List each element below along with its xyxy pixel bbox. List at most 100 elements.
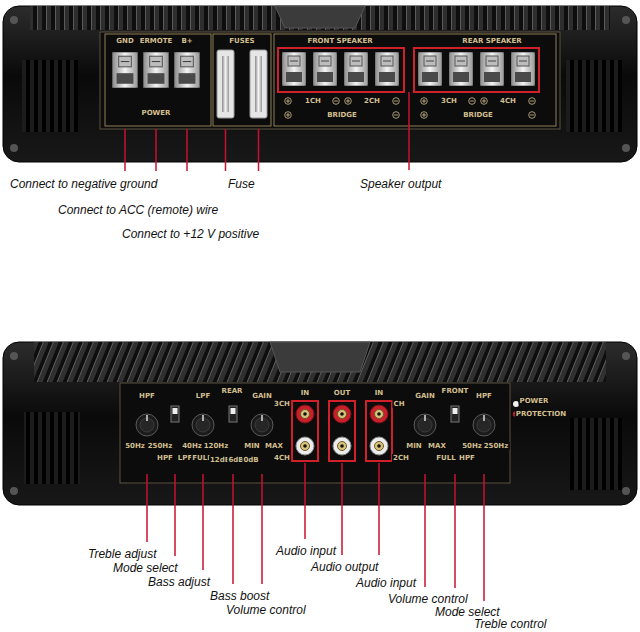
leader-line bbox=[174, 474, 176, 556]
side-grille bbox=[566, 60, 622, 132]
panel-marking: OUT bbox=[333, 389, 351, 397]
leader-line bbox=[454, 474, 456, 588]
leader-line bbox=[186, 129, 188, 171]
panel-marking: FUSES bbox=[228, 37, 255, 45]
callout-label: Connect to ACC (remote) wire bbox=[58, 203, 218, 217]
panel-marking: BRIDGE bbox=[462, 111, 494, 119]
screw bbox=[10, 144, 18, 152]
panel-marking: REAR bbox=[221, 387, 244, 395]
speaker-terminal bbox=[344, 52, 368, 86]
callout-label: Audio output bbox=[311, 560, 378, 574]
panel-marking: HPF bbox=[156, 454, 174, 462]
callout-label: Volume control bbox=[388, 592, 468, 606]
highlight-box bbox=[414, 48, 539, 92]
rca-jack-red bbox=[370, 405, 388, 423]
mode-switch bbox=[451, 406, 459, 422]
fuse-strip bbox=[255, 56, 262, 112]
logo-plate bbox=[270, 342, 370, 372]
amp-body bbox=[3, 6, 637, 162]
callout-label: Treble control bbox=[474, 617, 546, 631]
logo-plate bbox=[275, 6, 365, 28]
highlight-box bbox=[366, 401, 392, 461]
power-terminal bbox=[112, 52, 137, 88]
heat-sink-fins bbox=[34, 342, 606, 382]
panel-marking: 3CH bbox=[440, 97, 458, 105]
polarity-symbol bbox=[481, 98, 488, 105]
panel-marking: IN bbox=[300, 389, 310, 397]
rca-jack-white bbox=[296, 437, 314, 455]
leader-line bbox=[483, 474, 485, 601]
polarity-symbol bbox=[421, 98, 428, 105]
speaker-terminal bbox=[313, 52, 337, 86]
callout-label: Speaker output bbox=[360, 177, 441, 191]
leader-line bbox=[424, 474, 426, 587]
panel-marking: BRIDGE bbox=[326, 111, 358, 119]
panel-marking: PROTECTION bbox=[515, 410, 567, 418]
panel-marking: 50Hz bbox=[461, 442, 483, 450]
callout-label: Mode select bbox=[435, 605, 500, 619]
panel-marking: B+ bbox=[180, 37, 193, 45]
callout-label: Volume control bbox=[226, 603, 306, 617]
panel-marking: MAX bbox=[264, 442, 284, 450]
leader-line bbox=[378, 463, 380, 555]
leader-line bbox=[124, 129, 126, 171]
amplifier-control-view bbox=[3, 342, 637, 505]
amplifier-top-view bbox=[3, 6, 637, 162]
leader-line bbox=[155, 129, 157, 171]
amp-body bbox=[3, 342, 637, 505]
polarity-symbol bbox=[285, 98, 292, 105]
speaker-terminal bbox=[282, 52, 306, 86]
panel-marking: 0dB bbox=[242, 456, 259, 464]
polarity-symbol bbox=[469, 98, 476, 105]
callout-label: Bass boost bbox=[210, 589, 269, 603]
leader-line bbox=[408, 92, 410, 170]
panel-marking: GND bbox=[115, 37, 134, 45]
screw bbox=[622, 487, 630, 495]
panel-marking: 40Hz bbox=[181, 442, 203, 450]
rca-jack-white bbox=[333, 437, 351, 455]
bass-knob bbox=[192, 414, 214, 436]
screw bbox=[622, 16, 630, 24]
power-terminal bbox=[143, 52, 168, 88]
side-grille bbox=[570, 418, 622, 490]
panel-marking: 3CH bbox=[273, 400, 291, 408]
polarity-symbol bbox=[333, 98, 340, 105]
screw bbox=[10, 16, 18, 24]
panel-marking: FULL bbox=[435, 454, 456, 462]
leader-line bbox=[202, 474, 204, 570]
terminal-panel bbox=[100, 32, 560, 129]
fuse-strip bbox=[222, 56, 229, 112]
polarity-symbol bbox=[285, 112, 292, 119]
callout-label: Connect to +12 V positive bbox=[122, 227, 259, 241]
panel-marking: 2CH bbox=[392, 454, 410, 462]
callout-label: Bass adjust bbox=[148, 575, 210, 589]
speaker-terminal bbox=[480, 52, 504, 86]
leader-lines bbox=[125, 92, 484, 601]
speaker-terminal bbox=[375, 52, 399, 86]
panel-marking: ERMOTE bbox=[139, 37, 174, 45]
panel-marking: 1CH bbox=[304, 97, 322, 105]
callout-label: Mode select bbox=[113, 561, 178, 575]
switch-slider bbox=[453, 408, 458, 414]
power-group-frame bbox=[105, 34, 211, 126]
heat-sink-fins bbox=[30, 6, 610, 30]
switch-slider bbox=[173, 408, 178, 414]
panel-marking: POWER bbox=[141, 109, 172, 117]
leader-line bbox=[261, 474, 263, 584]
panel-marking: POWER bbox=[519, 397, 550, 405]
panel-marking: IN bbox=[374, 389, 384, 397]
panel-marking: 4CH bbox=[273, 454, 291, 462]
speaker-terminal bbox=[449, 52, 473, 86]
gain-knob bbox=[251, 414, 273, 436]
polarity-symbol bbox=[393, 112, 400, 119]
switch-slider bbox=[231, 408, 236, 414]
callout-label: Fuse bbox=[228, 177, 255, 191]
panel-marking: MIN bbox=[405, 442, 422, 450]
leader-line bbox=[304, 463, 306, 539]
rca-jack-red bbox=[333, 405, 351, 423]
fuse bbox=[250, 50, 267, 118]
panel-marking: FRONT bbox=[441, 387, 470, 395]
boost-switch bbox=[229, 406, 237, 422]
